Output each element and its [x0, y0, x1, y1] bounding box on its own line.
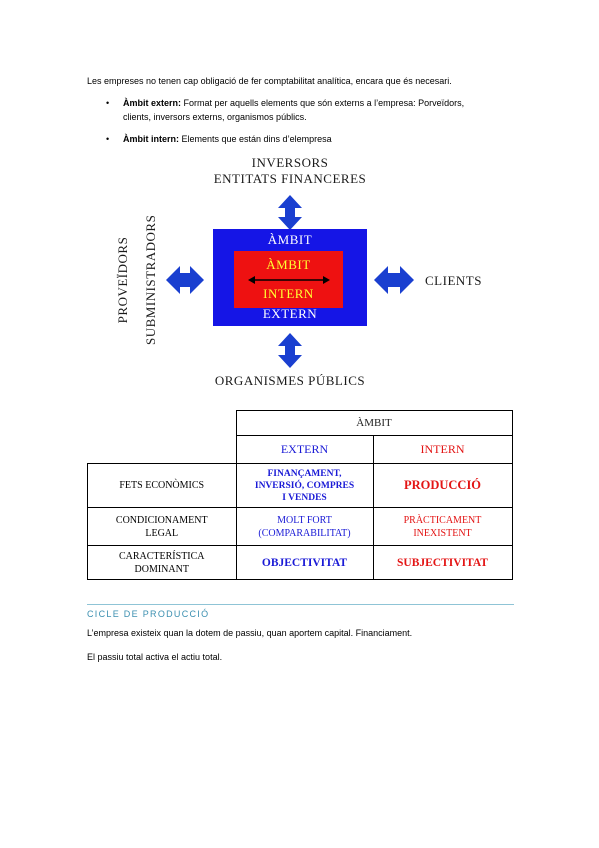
- paragraph: L’empresa existeix quan la dotem de pass…: [87, 628, 413, 638]
- left-label-proveidors: PROVEÏDORS: [115, 236, 130, 324]
- row-label: FETS ECONÒMICS: [87, 463, 237, 508]
- bullet-list: • Àmbit extern: Format per aquells eleme…: [87, 97, 527, 147]
- table-row: EXTERN INTERN: [87, 435, 513, 464]
- cell-line: PRÀCTICAMENT: [403, 514, 482, 526]
- list-item: • Àmbit extern: Format per aquells eleme…: [87, 97, 527, 125]
- row-label: CARACTERÍSTICA DOMINANT: [87, 545, 237, 580]
- outer-label-ambit: ÀMBIT: [267, 232, 313, 247]
- table-header-ambit: ÀMBIT: [235, 410, 513, 436]
- intro-paragraph: Les empreses no tenen cap obligació de f…: [87, 76, 452, 86]
- arrow-right-icon: [374, 266, 414, 294]
- table-cell: [87, 435, 237, 464]
- table-row: CARACTERÍSTICA DOMINANT OBJECTIVITAT SUB…: [87, 545, 513, 580]
- row-label-text: DOMINANT: [134, 563, 189, 575]
- table-row: FETS ECONÒMICS FINANÇAMENT, INVERSIÓ, CO…: [87, 463, 513, 508]
- inner-label-intern: INTERN: [263, 286, 314, 301]
- bullet-line: Àmbit intern: Elements que están dins d’…: [123, 133, 332, 146]
- arrow-top-icon: [278, 195, 302, 230]
- cell-line: MOLT FORT: [277, 514, 332, 526]
- row-label-text: CARACTERÍSTICA: [118, 550, 205, 562]
- row-label: CONDICIONAMENT LEGAL: [87, 507, 237, 546]
- bullet-line: Àmbit extern: Format per aquells element…: [123, 97, 464, 110]
- ambit-table: ÀMBIT EXTERN INTERN FETS ECONÒMICS FINAN…: [87, 410, 513, 580]
- bullet-text: Format per aquells elements que són exte…: [181, 98, 465, 108]
- arrow-left-icon: [166, 266, 204, 294]
- bullet-text: Elements que están dins d’elempresa: [179, 134, 332, 144]
- ambit-diagram: INVERSORS ENTITATS FINANCERES PROVEÏDORS…: [100, 150, 520, 395]
- inner-label-ambit: ÀMBIT: [266, 257, 311, 272]
- paragraph: El passiu total activa el actiu total.: [87, 652, 223, 662]
- table-cell: [88, 411, 237, 436]
- bullet-icon: •: [106, 134, 110, 144]
- row-label-text: CONDICIONAMENT: [115, 514, 208, 526]
- list-item: • Àmbit intern: Elements que están dins …: [87, 133, 527, 147]
- cell-intern: PRÀCTICAMENT INEXISTENT: [372, 507, 513, 546]
- inner-arrow-icon: [248, 276, 330, 284]
- arrow-bottom-icon: [278, 333, 302, 368]
- outer-label-extern: EXTERN: [262, 306, 318, 321]
- table-header-extern: EXTERN: [235, 435, 374, 464]
- cell-extern: OBJECTIVITAT: [235, 545, 374, 580]
- table-row: CONDICIONAMENT LEGAL MOLT FORT (COMPARAB…: [87, 507, 513, 546]
- bullet-term: Àmbit intern:: [123, 134, 179, 144]
- table-row: ÀMBIT: [88, 410, 513, 436]
- cell-line: INEXISTENT: [413, 527, 472, 539]
- cell-line: FINANÇAMENT,: [267, 468, 342, 479]
- table-header-intern: INTERN: [372, 435, 513, 464]
- left-label-subministradors: SUBMINISTRADORS: [143, 214, 158, 345]
- top-label-inversors: INVERSORS: [251, 155, 329, 170]
- row-label-text: LEGAL: [145, 527, 179, 539]
- row-label-text: FETS ECONÒMICS: [119, 480, 205, 491]
- bottom-label-organismes: ORGANISMES PÚBLICS: [214, 373, 366, 388]
- cell-line: INVERSIÓ, COMPRES: [254, 480, 355, 491]
- bullet-icon: •: [106, 98, 110, 108]
- outer-box-extern: ÀMBIT EXTERN ÀMBIT INTERN: [213, 229, 367, 326]
- cell-extern: MOLT FORT (COMPARABILITAT): [235, 507, 374, 546]
- cell-line: I VENDES: [282, 492, 327, 503]
- section-heading: CICLE DE PRODUCCIÓ: [87, 609, 210, 619]
- cell-intern: PRODUCCIÓ: [372, 463, 513, 508]
- cell-extern: FINANÇAMENT, INVERSIÓ, COMPRES I VENDES: [235, 463, 374, 508]
- inner-box-intern: ÀMBIT INTERN: [234, 251, 343, 308]
- bullet-term: Àmbit extern:: [123, 98, 182, 108]
- cell-line: (COMPARABILITAT): [258, 527, 351, 539]
- cell-intern: SUBJECTIVITAT: [372, 545, 513, 580]
- section-divider: [87, 604, 514, 605]
- top-label-entitats: ENTITATS FINANCERES: [213, 171, 367, 186]
- right-label-clients: CLIENTS: [425, 273, 482, 288]
- diagram-arrows: [166, 195, 414, 368]
- bullet-continuation: clients, inversors externs, organismos p…: [123, 112, 307, 122]
